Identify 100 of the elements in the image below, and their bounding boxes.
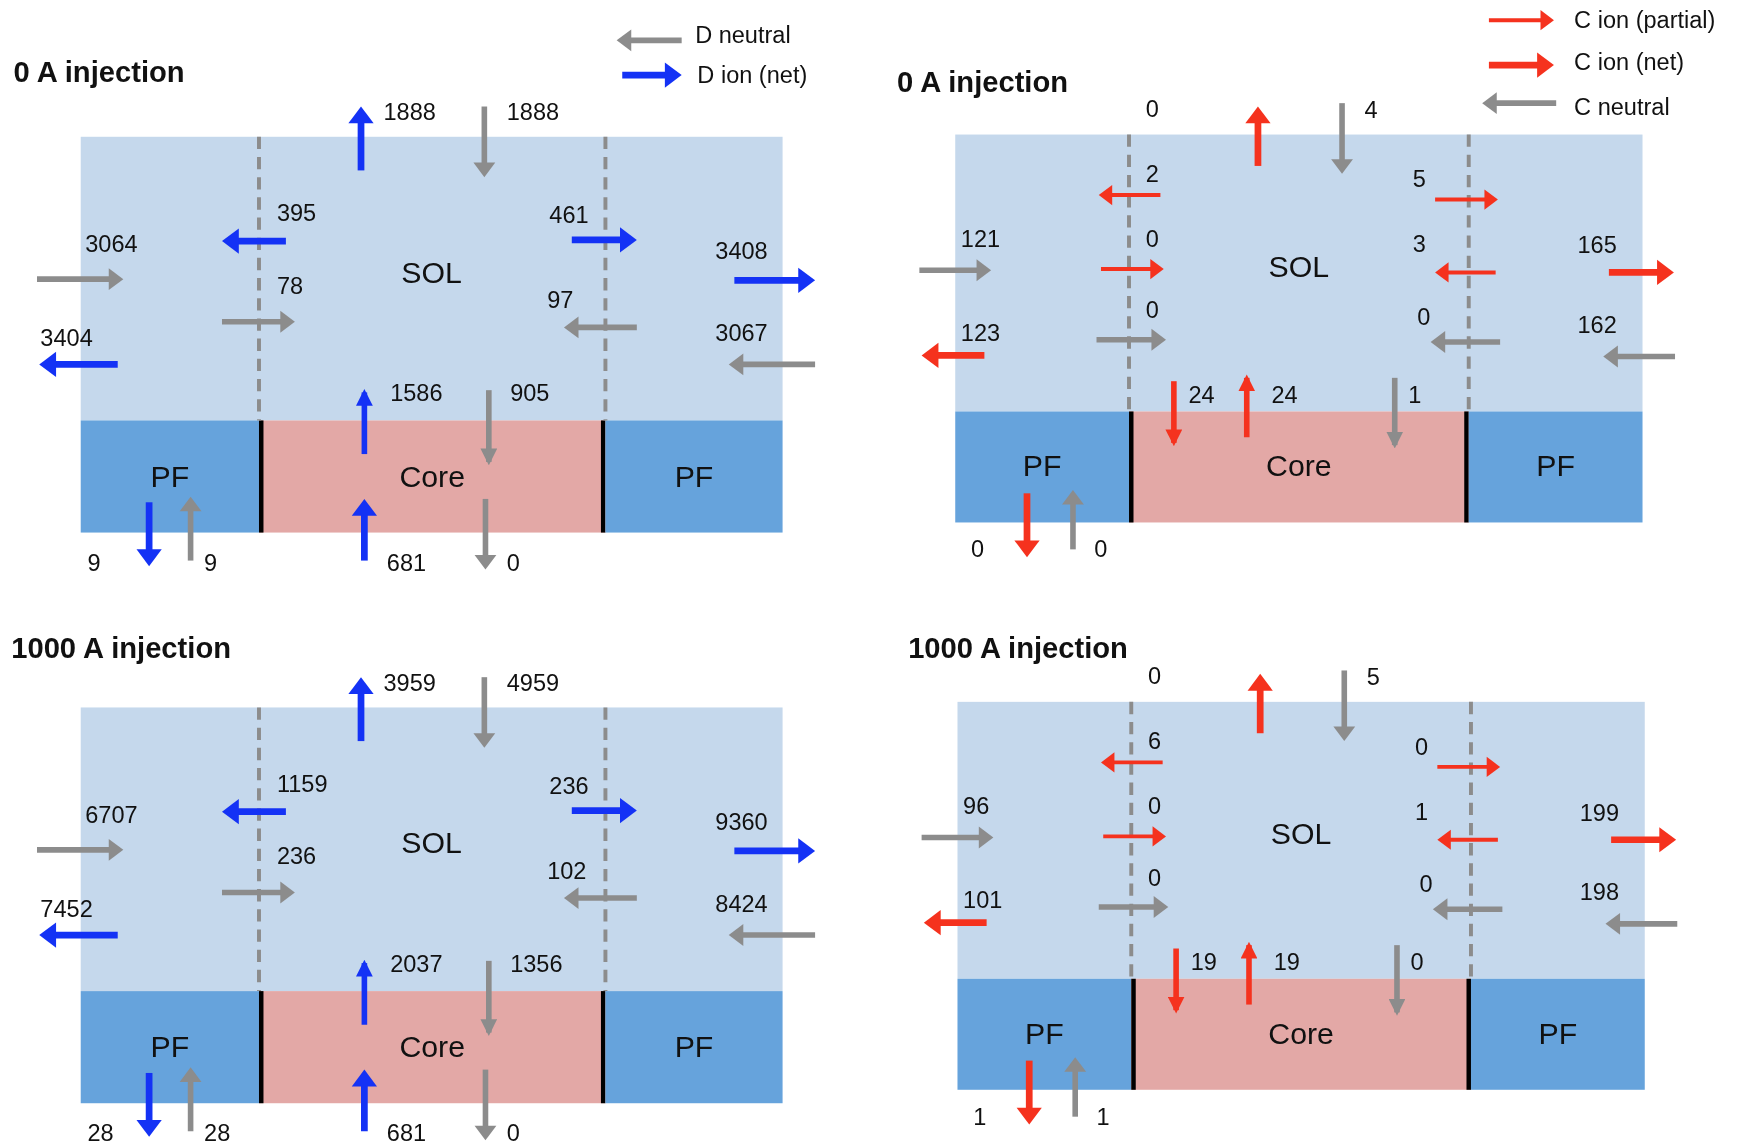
flux-value: 0 [1148,864,1162,892]
flux-value: 236 [549,772,589,800]
region-label: PF [1536,449,1575,485]
region-label: SOL [1268,250,1330,285]
flux-value: 123 [960,319,1001,347]
flux-value: 121 [960,225,1001,253]
edge-label: 19 [1273,948,1300,976]
flux-value: 198 [1579,879,1619,906]
legend-label: D ion (net) [697,61,808,89]
legend-label: C ion (partial) [1574,6,1716,34]
flux-value: 165 [1577,232,1617,259]
flux-value: 461 [549,201,589,229]
flux-value: 1159 [276,770,328,798]
flux-value: 7452 [40,895,93,923]
flux-value: 0 [1145,95,1159,123]
pf-region-box [1468,411,1643,523]
flux-value: 199 [1579,799,1619,827]
flux-arrow [355,959,373,1025]
flux-value: 0 [1419,871,1433,899]
flux-value: 1888 [506,98,560,126]
legend-label: D neutral [695,21,791,49]
edge-label: 1356 [510,950,563,978]
flux-value: 5 [1366,663,1380,691]
flux-value: 9 [204,549,218,577]
flux-value: 0 [1094,535,1108,563]
flux-value: 0 [1417,303,1431,331]
flux-value: 6 [1148,727,1162,755]
flux-value: 0 [970,535,985,563]
region-label: Core [399,459,465,494]
region-label: PF [1538,1016,1578,1052]
panel-title: 1000 A injection [11,630,231,666]
flux-value: 3064 [85,230,138,258]
flux-arrow [480,960,498,1036]
flux-value: 0 [1414,733,1428,761]
flux-arrow [1240,941,1258,1005]
flux-value: 1 [973,1103,987,1131]
flux-value: 0 [1145,225,1159,253]
pf-region-box [605,420,783,533]
flux-value: 681 [386,1120,427,1147]
edge-label: 0 [1410,948,1424,976]
region-label: SOL [1270,817,1332,853]
pf-region-box [80,420,259,533]
flux-value: 162 [1577,311,1617,339]
pf-region-box [957,978,1132,1090]
flux-value: 0 [1148,662,1162,690]
edge-label: 24 [1271,381,1298,409]
flux-value: 1 [1414,798,1428,826]
region-box [955,134,1643,412]
region-label: PF [1025,1016,1064,1052]
pf-region-box [605,991,783,1104]
flux-value: 28 [87,1120,114,1147]
edge-label: 905 [510,380,550,407]
flux-value: 3 [1412,230,1426,258]
flux-value: 6707 [85,801,138,829]
region-label: PF [674,459,714,494]
flux-value: 3404 [40,325,93,353]
edge-label: 1586 [390,380,443,407]
flux-value: 4959 [506,669,560,697]
flux-value: 2 [1145,160,1159,188]
flux-value: 0 [506,549,520,577]
flux-value: 9360 [715,808,768,836]
panel-title: 1000 A injection [908,630,1128,666]
flux-value: 3959 [383,669,436,697]
flux-value: 0 [1145,297,1159,324]
legend-label: C neutral [1574,94,1670,122]
flux-value: 96 [963,792,990,820]
region-label: PF [1022,449,1062,485]
legend-label: C ion (net) [1574,48,1685,76]
flux-value: 9 [87,549,101,577]
pf-region-box [80,991,259,1104]
flux-value: 236 [276,843,317,871]
flux-value: 1888 [383,98,436,126]
flux-value: 28 [204,1120,231,1147]
pf-region-box [1471,978,1645,1090]
flux-value: 395 [276,199,317,227]
region-label: PF [674,1029,714,1065]
panel-title: 0 A injection [13,55,185,91]
flux-value: 102 [547,857,587,885]
flux-arrow [480,390,498,466]
flux-value: 4 [1364,96,1378,124]
region-label: PF [150,459,190,494]
flux-arrow [1165,381,1183,447]
flux-value: 3067 [715,319,768,347]
edge-label: 2037 [390,950,443,978]
flux-value: 681 [386,549,427,577]
region-label: PF [150,1029,190,1065]
flux-value: 101 [963,886,1003,914]
flux-value: 0 [1148,792,1162,820]
flux-value: 0 [506,1120,520,1147]
core-region-box [1129,411,1469,523]
region-label: Core [399,1029,465,1065]
flux-value: 97 [547,287,574,314]
core-region-box [259,420,606,533]
flux-arrow [355,389,373,455]
region-box [957,701,1645,979]
flux-arrow [1238,374,1256,438]
flux-value: 5 [1412,165,1426,193]
flux-arrow [1386,377,1404,449]
edge-label: 24 [1188,381,1215,409]
core-region-box [259,991,606,1104]
